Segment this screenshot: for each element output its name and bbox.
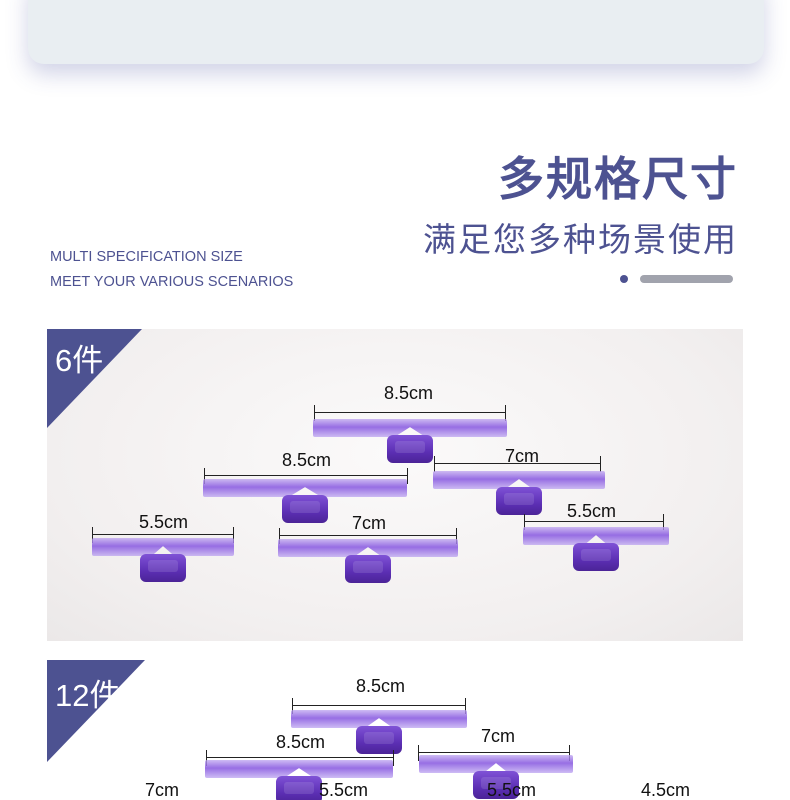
measure-line [314, 405, 506, 421]
measure-line [524, 514, 664, 530]
indicator-dot [620, 275, 628, 283]
measure-label: 5.5cm [319, 780, 369, 800]
measure-label: 5.5cm [567, 501, 617, 521]
english-caption-line2: MEET YOUR VARIOUS SCENARIOS [50, 274, 294, 290]
measure-line [206, 750, 394, 766]
puller-tab [523, 527, 669, 581]
measure-label: 8.5cm [384, 383, 434, 403]
section-subtitle: 满足您多种场景使用 [423, 220, 738, 259]
measure-line [418, 745, 570, 761]
puller-tab [313, 419, 507, 467]
badge-label: 6件 [55, 343, 104, 378]
puller-tab [291, 710, 467, 756]
measure-line [92, 527, 234, 543]
measure-label: 7cm [481, 726, 516, 746]
measure-line [279, 528, 457, 544]
product-photo-12-pieces: 12件 8.5cm 8.5cm 7cm 7cm 5.5cm 5.5cm 4.5c… [47, 660, 743, 800]
measure-line [434, 456, 601, 472]
product-photo-6-pieces: 6件 8.5cm 8.5cm 7cm 5.5cm 7cm 5.5cm [47, 329, 743, 641]
measure-label: 8.5cm [282, 450, 332, 470]
badge-corner [47, 329, 142, 428]
badge-label: 12件 [55, 678, 121, 713]
measure-label: 4.5cm [641, 780, 691, 800]
puller-tab [92, 538, 234, 588]
measure-line [204, 468, 408, 484]
measure-line [292, 698, 466, 714]
puller-tab [278, 539, 458, 591]
puller-tab [203, 479, 407, 529]
indicator-bar [640, 275, 733, 283]
measure-label: 8.5cm [276, 732, 326, 752]
badge-corner [47, 660, 145, 762]
english-caption-line1: MULTI SPECIFICATION SIZE [50, 249, 243, 265]
measure-label: 7cm [352, 513, 387, 533]
puller-tab [433, 471, 605, 523]
measure-label: 7cm [505, 446, 540, 466]
measure-label: 5.5cm [487, 780, 537, 800]
measure-label: 8.5cm [356, 676, 406, 696]
section-title: 多规格尺寸 [498, 152, 738, 206]
measure-label: 5.5cm [139, 512, 189, 532]
top-card [28, 0, 764, 64]
measure-label: 7cm [145, 780, 180, 800]
